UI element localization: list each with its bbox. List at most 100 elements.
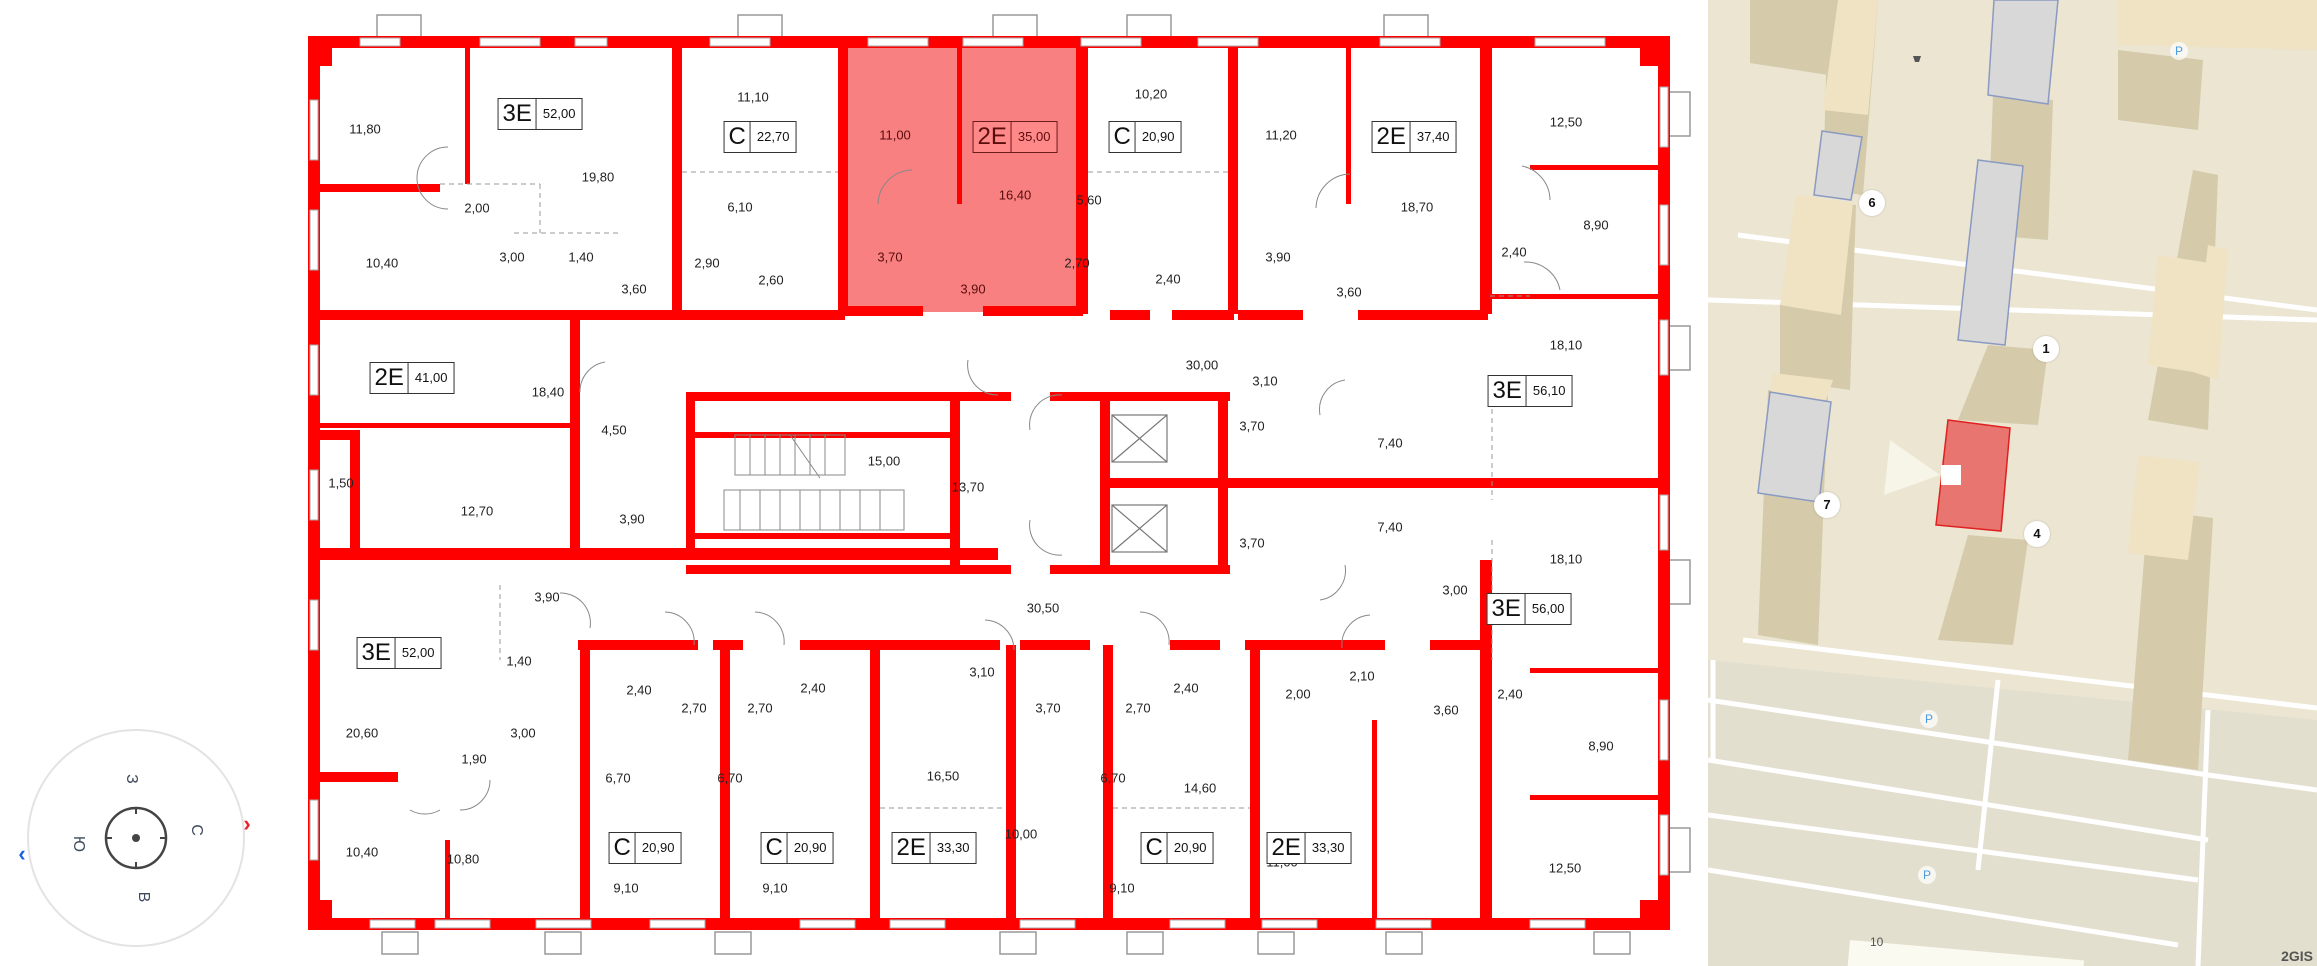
room-area-label[interactable]: 1,40 (568, 249, 594, 265)
room-area-label[interactable]: 10,40 (345, 844, 379, 860)
room-area-label[interactable]: 1,90 (461, 751, 487, 767)
room-area-label[interactable]: 2,40 (1173, 680, 1199, 696)
room-area-label[interactable]: 14,60 (1183, 780, 1217, 796)
room-area-label[interactable]: 3,10 (969, 664, 995, 680)
room-area-label[interactable]: 3,90 (1265, 249, 1291, 265)
room-area-label[interactable]: 2,00 (464, 200, 490, 216)
room-area-label[interactable]: 5,60 (1076, 192, 1102, 208)
room-area-label[interactable]: 3,60 (1336, 284, 1362, 300)
room-area-label[interactable]: 6,10 (727, 199, 753, 215)
room-area-label[interactable]: 16,50 (926, 768, 960, 784)
room-area-label[interactable]: 18,70 (1400, 199, 1434, 215)
room-area-label[interactable]: 2,40 (1501, 244, 1527, 260)
room-area-label[interactable]: 3,90 (619, 511, 645, 527)
room-area-label[interactable]: 11,10 (737, 89, 769, 105)
room-area-label[interactable]: 18,40 (531, 384, 565, 400)
room-area-label[interactable]: 3,60 (621, 281, 647, 297)
room-area-label[interactable]: 2,00 (1285, 686, 1311, 702)
room-area-label[interactable]: 13,70 (951, 479, 985, 495)
room-area-label[interactable]: 2,90 (694, 255, 720, 271)
compass-widget[interactable]: З С Ю В ‹ › (18, 727, 251, 949)
room-area-label[interactable]: 2,70 (681, 700, 707, 716)
room-area-label[interactable]: 15,00 (867, 453, 901, 469)
room-area-label[interactable]: 3,70 (1035, 700, 1061, 716)
room-area-label[interactable]: 9,10 (1109, 880, 1135, 896)
map-canvas[interactable] (1708, 0, 2317, 966)
room-area-label[interactable]: 11,80 (349, 121, 381, 137)
room-area-label[interactable]: 3,70 (877, 249, 903, 265)
rotate-right-chevron-icon[interactable]: › (243, 811, 251, 836)
room-area-label[interactable]: 30,00 (1185, 357, 1219, 373)
room-area-label[interactable]: 10,40 (365, 255, 399, 271)
room-area-label[interactable]: 2,70 (1064, 255, 1090, 271)
room-area-label[interactable]: 2,40 (626, 682, 652, 698)
parking-icon[interactable]: P (1920, 710, 1938, 728)
room-area-label[interactable]: 18,10 (1549, 337, 1583, 353)
room-area-label[interactable]: 2,60 (758, 272, 784, 288)
room-area-label[interactable]: 2,40 (800, 680, 826, 696)
room-area-label[interactable]: 11,00 (879, 127, 911, 143)
room-area-label[interactable]: 6,70 (605, 770, 631, 786)
parking-icon[interactable]: P (1918, 866, 1936, 884)
room-area-label[interactable]: 8,90 (1588, 738, 1614, 754)
room-area-label[interactable]: 3,60 (1433, 702, 1459, 718)
map-attribution-logo[interactable]: 2GIS (2281, 948, 2313, 964)
room-area-label[interactable]: 30,50 (1026, 600, 1060, 616)
room-area-label[interactable]: 3,10 (1252, 373, 1278, 389)
room-area-label[interactable]: 12,50 (1548, 860, 1582, 876)
room-area-label[interactable]: 10,20 (1134, 86, 1168, 102)
room-area-label[interactable]: 3,90 (534, 589, 560, 605)
room-area-label[interactable]: 10,00 (1004, 826, 1038, 842)
room-area-label[interactable]: 3,00 (1442, 582, 1468, 598)
room-area-label[interactable]: 12,70 (460, 503, 494, 519)
room-area-label[interactable]: 2,40 (1155, 271, 1181, 287)
room-area-label[interactable]: 2,70 (1125, 700, 1151, 716)
building-number-pin[interactable]: 7 (1814, 492, 1840, 518)
room-area-label[interactable]: 2,10 (1349, 668, 1375, 684)
compass-ring[interactable] (25, 727, 247, 949)
parking-icon[interactable]: P (2170, 42, 2188, 60)
building-number-pin[interactable]: 4 (2024, 521, 2050, 547)
room-area-label[interactable]: 6,70 (717, 770, 743, 786)
selected-building[interactable] (1935, 419, 2011, 532)
room-area-label[interactable]: 12,50 (1549, 114, 1583, 130)
room-area-label[interactable]: 1,40 (506, 653, 532, 669)
room-area-label[interactable]: 8,90 (1583, 217, 1609, 233)
room-area-label[interactable]: 9,10 (762, 880, 788, 896)
room-area-label[interactable]: 2,40 (1497, 686, 1523, 702)
room-area-label[interactable]: 3,00 (499, 249, 525, 265)
room-area-label[interactable]: 3,70 (1239, 418, 1265, 434)
room-area-label[interactable]: 6,70 (1100, 770, 1126, 786)
room-area-label[interactable]: 3,90 (960, 281, 986, 297)
room-area-label[interactable]: 3,00 (510, 725, 536, 741)
room-area-label[interactable]: 20,60 (345, 725, 379, 741)
room-area-label[interactable]: 3,70 (1239, 535, 1265, 551)
room-area-label[interactable]: 18,10 (1549, 551, 1583, 567)
room-area-label[interactable]: 1,50 (328, 475, 354, 491)
rotate-left-chevron-icon[interactable]: ‹ (18, 841, 26, 866)
room-area-label[interactable]: 11,20 (1265, 127, 1297, 143)
room-area-label[interactable]: 19,80 (581, 169, 615, 185)
building-number-pin[interactable]: 1 (2033, 336, 2059, 362)
room-area-label[interactable]: 9,10 (613, 880, 639, 896)
room-area-label[interactable]: 2,70 (747, 700, 773, 716)
room-area-label[interactable]: 7,40 (1377, 519, 1403, 535)
room-area-label[interactable]: 4,50 (601, 422, 627, 438)
room-area-label[interactable]: 7,40 (1377, 435, 1403, 451)
building-number-pin[interactable]: 6 (1859, 190, 1885, 216)
